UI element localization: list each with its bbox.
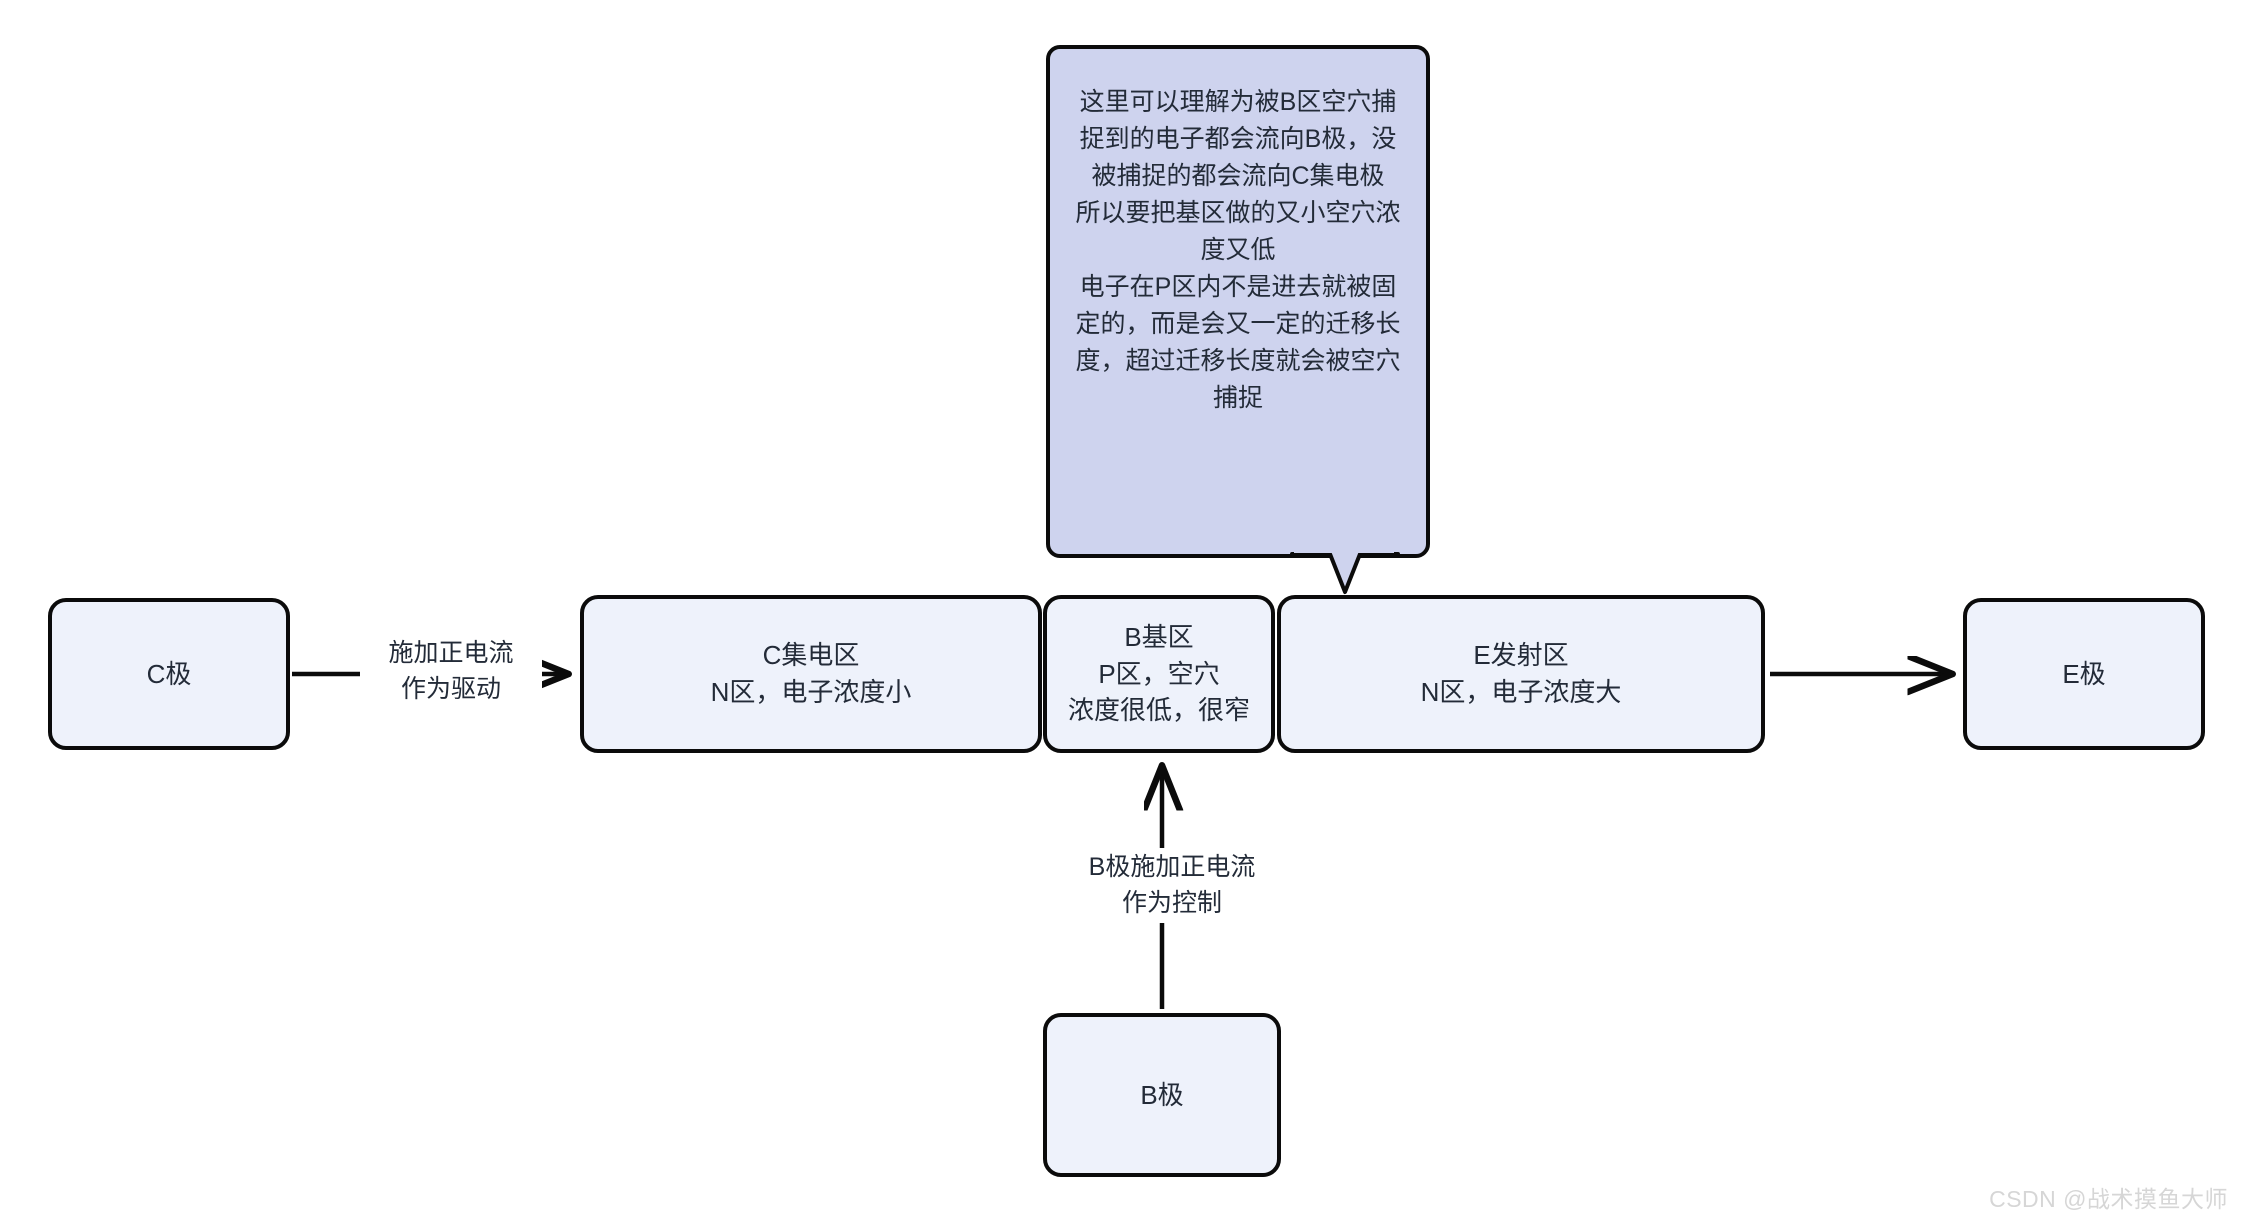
edge-label-control-line-1: B极施加正电流 <box>1088 853 1256 881</box>
node-b-pole-line-1: B极 <box>1140 1079 1184 1110</box>
node-e-pole[interactable]: E极 <box>1963 598 2205 750</box>
node-c-pole[interactable]: C极 <box>48 598 290 750</box>
callout-line-2: 捉到的电子都会流向B极，没 <box>1079 125 1397 153</box>
node-collector-line-2: N区，电子浓度小 <box>710 677 912 707</box>
edge-label-control: B极施加正电流 作为控制 <box>1056 848 1288 923</box>
edge-label-drive-line-1: 施加正电流 <box>388 639 514 667</box>
callout-line-9: 捕捉 <box>1212 384 1263 412</box>
node-base-line-1: B基区 <box>1124 621 1194 652</box>
csdn-watermark: CSDN @战术摸鱼大师 <box>1989 1186 2228 1212</box>
edge-label-drive-line-2: 作为驱动 <box>400 674 501 703</box>
node-e-pole-line-1: E极 <box>2062 658 2106 689</box>
node-b-pole[interactable]: B极 <box>1043 1013 1281 1177</box>
callout-line-4: 所以要把基区做的又小空穴浓 <box>1075 199 1401 227</box>
edge-label-drive: 施加正电流 作为驱动 <box>360 634 542 709</box>
node-base-region[interactable]: B基区 P区，空穴 浓度很低，很窄 <box>1043 595 1275 753</box>
callout-line-8: 度，超过迁移长度就会被空穴 <box>1075 347 1401 375</box>
callout-line-7: 定的，而是会又一定的迁移长 <box>1075 310 1401 338</box>
node-collector-line-1: C集电区 <box>762 640 860 671</box>
callout-line-5: 度又低 <box>1200 236 1276 264</box>
callout-tail-icon <box>1290 548 1400 594</box>
callout-line-1: 这里可以理解为被B区空穴捕 <box>1079 88 1397 116</box>
node-base-line-2: P区，空穴 <box>1098 658 1220 689</box>
callout-line-3: 被捕捉的都会流向C集电极 <box>1091 162 1385 190</box>
node-c-pole-line-1: C极 <box>146 658 192 689</box>
node-emitter-line-2: N区，电子浓度大 <box>1420 677 1622 707</box>
node-collector-region[interactable]: C集电区 N区，电子浓度小 <box>580 595 1042 753</box>
node-emitter-line-1: E发射区 <box>1473 640 1569 671</box>
callout-line-6: 电子在P区内不是进去就被固 <box>1079 273 1397 301</box>
node-base-line-3: 浓度很低，很窄 <box>1067 695 1250 726</box>
callout-base-capture-note[interactable]: 这里可以理解为被B区空穴捕 捉到的电子都会流向B极，没 被捕捉的都会流向C集电极… <box>1046 45 1430 558</box>
edge-label-control-line-2: 作为控制 <box>1121 888 1222 917</box>
node-emitter-region[interactable]: E发射区 N区，电子浓度大 <box>1277 595 1765 753</box>
